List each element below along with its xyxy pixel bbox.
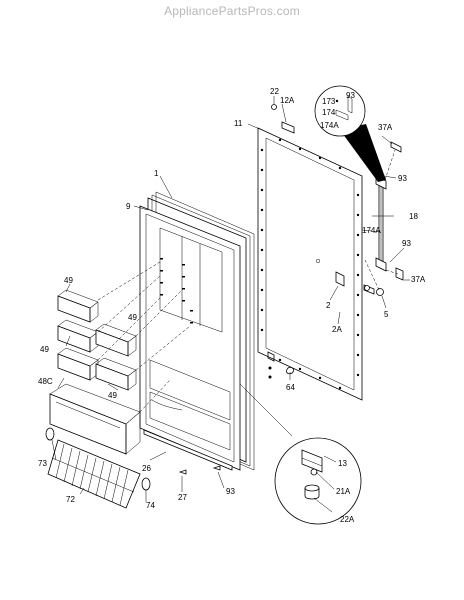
part-64 <box>286 367 295 375</box>
label-5: 5 <box>384 310 389 319</box>
label-93-handle: 93 <box>398 174 407 183</box>
label-73: 73 <box>38 459 47 468</box>
screw-22 <box>271 104 277 110</box>
label-49-b: 49 <box>128 313 137 322</box>
end-cap-37A <box>395 267 404 281</box>
outer-panel-screws <box>260 138 360 390</box>
label-174A-top: 174A <box>320 121 339 130</box>
hinge-detail-magnifier <box>235 379 362 525</box>
door-handle <box>363 141 404 296</box>
watermark: AppliancePartsPros.com <box>164 4 300 18</box>
end-cap-37A-top <box>390 141 402 153</box>
door-liner <box>139 205 241 471</box>
label-21A: 21A <box>336 487 351 496</box>
label-27: 27 <box>178 493 187 502</box>
end-cap-74 <box>141 477 151 491</box>
outer-door-panel <box>257 104 363 401</box>
door-bin-49-2 <box>57 319 99 353</box>
door-bin-49-1 <box>57 289 99 323</box>
label-12A: 12A <box>280 96 295 105</box>
end-cap-73 <box>45 427 55 441</box>
label-49-c: 49 <box>40 345 49 354</box>
label-22A: 22A <box>340 515 355 524</box>
label-13: 13 <box>338 459 347 468</box>
label-37A: 37A <box>411 275 426 284</box>
label-64: 64 <box>286 383 295 392</box>
handle-detail-magnifier <box>314 85 386 182</box>
door-bin-49-4 <box>57 347 99 381</box>
screw-93 <box>212 465 221 471</box>
label-174: 174 <box>322 108 336 117</box>
label-1: 1 <box>154 169 159 178</box>
label-72: 72 <box>66 495 75 504</box>
label-93-top: 93 <box>346 91 355 100</box>
hinge-bracket-2 <box>335 271 345 287</box>
shelf-slots <box>160 258 193 324</box>
leader-lines <box>51 96 410 513</box>
wire-rack-72 <box>47 439 141 509</box>
label-37A-top: 37A <box>378 123 393 132</box>
label-26: 26 <box>142 464 151 473</box>
door-bin-49-5 <box>95 357 137 391</box>
door-bin-49-3 <box>95 323 137 357</box>
label-22: 22 <box>270 87 279 96</box>
label-48C: 48C <box>38 377 53 386</box>
label-2: 2 <box>326 301 331 310</box>
label-plate-12A <box>281 121 295 134</box>
label-18: 18 <box>409 212 418 221</box>
callout-labels: 22 12A 173 93 174 174A 37A 11 93 1 9 18 … <box>38 87 426 524</box>
label-2A: 2A <box>332 325 342 334</box>
label-93-bottom: 93 <box>226 487 235 496</box>
label-9: 9 <box>126 202 131 211</box>
label-174A: 174A <box>362 226 381 235</box>
screw-27 <box>178 469 187 475</box>
label-93-lower: 93 <box>402 239 411 248</box>
label-49-d: 49 <box>108 391 117 400</box>
label-173: 173 <box>322 97 336 106</box>
label-11: 11 <box>234 119 243 128</box>
rail-26 <box>143 429 233 471</box>
label-49-a: 49 <box>64 276 73 285</box>
label-74: 74 <box>146 501 155 510</box>
large-door-bin-48C <box>49 379 171 455</box>
bin-guide-lines <box>97 261 191 371</box>
